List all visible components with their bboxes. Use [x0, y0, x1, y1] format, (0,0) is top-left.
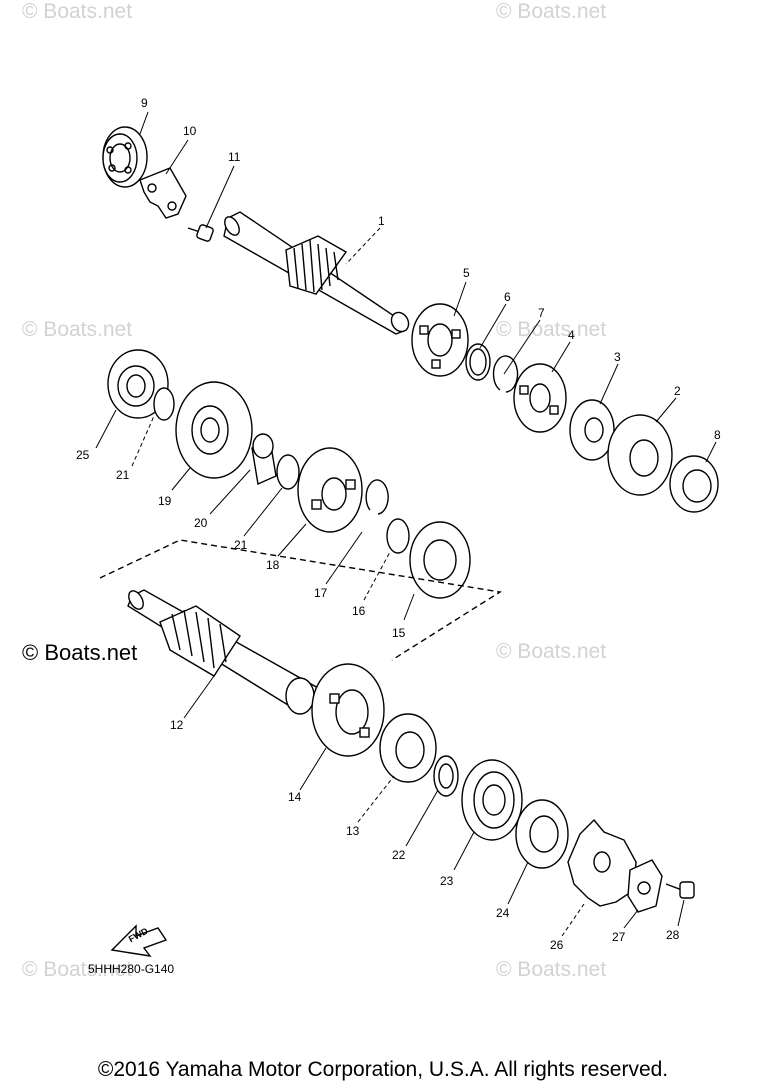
- watermark: © Boats.net: [496, 0, 607, 23]
- part-23-bearing: [461, 759, 523, 841]
- part-label: 23: [440, 874, 454, 888]
- part-28-bolt: [665, 881, 695, 899]
- part-15-gear: [409, 521, 471, 599]
- part-label: 3: [614, 350, 621, 364]
- part-label: 17: [314, 586, 328, 600]
- part-label: 24: [496, 906, 510, 920]
- part-11-screw: [187, 224, 214, 242]
- part-label: 14: [288, 790, 302, 804]
- part-16-washer: [386, 518, 410, 554]
- watermark: © Boats.net: [22, 958, 133, 981]
- part-label: 28: [666, 928, 680, 942]
- part-4-gear: [513, 363, 567, 433]
- part-label: 2: [674, 384, 681, 398]
- part-label: 10: [183, 124, 197, 138]
- fwd-arrow-icon: [110, 924, 168, 957]
- part-label: 9: [141, 96, 148, 110]
- part-label: 12: [170, 718, 184, 732]
- part-1-main-axle: [223, 211, 410, 335]
- watermark: © Boats.net: [496, 640, 607, 663]
- part-21-washer-b: [276, 454, 300, 490]
- watermark: © Boats.net: [22, 0, 133, 23]
- part-label: 21: [116, 468, 130, 482]
- part-label: 26: [550, 938, 564, 952]
- part-label: 13: [346, 824, 360, 838]
- part-18-gear: [297, 447, 363, 533]
- part-label: 1: [378, 214, 385, 228]
- copyright-notice: ©2016 Yamaha Motor Corporation, U.S.A. A…: [97, 1058, 669, 1081]
- part-8-bearing: [669, 455, 719, 513]
- part-19-gear: [175, 381, 253, 479]
- part-3-gear: [569, 399, 615, 461]
- part-25-bearing: [107, 349, 169, 419]
- part-label: 27: [612, 930, 626, 944]
- part-27-lock-plate: [627, 859, 663, 913]
- part-9-bearing: [102, 126, 148, 188]
- watermark: © Boats.net: [22, 318, 133, 341]
- part-10-bracket: [139, 167, 187, 219]
- part-label: 15: [392, 626, 406, 640]
- part-21-washer: [153, 387, 175, 421]
- part-label: 5: [463, 266, 470, 280]
- part-label: 25: [76, 448, 90, 462]
- diagram-code: 5HHH280-G140: [88, 962, 175, 976]
- part-13-gear: [379, 713, 437, 783]
- watermark: © Boats.net: [496, 958, 607, 981]
- part-label: 16: [352, 604, 366, 618]
- part-20-bushing: [251, 433, 277, 486]
- watermark: © Boats.net: [496, 318, 607, 341]
- part-24-oil-seal: [515, 799, 569, 869]
- part-label: 22: [392, 848, 406, 862]
- part-label: 7: [538, 306, 545, 320]
- part-12-drive-axle: [127, 589, 319, 715]
- watermark-strong: © Boats.net: [22, 640, 138, 665]
- part-17-circlip: [365, 479, 389, 515]
- part-14-gear: [311, 663, 385, 757]
- part-label: 19: [158, 494, 172, 508]
- part-label: 20: [194, 516, 208, 530]
- part-label: 6: [504, 290, 511, 304]
- part-label: 21: [234, 538, 248, 552]
- part-5-gear: [411, 303, 469, 377]
- part-2-gear: [607, 414, 673, 496]
- part-26-sprocket: [567, 818, 637, 907]
- part-label: 18: [266, 558, 280, 572]
- part-label: 11: [228, 150, 241, 164]
- part-7-circlip: [492, 355, 519, 393]
- part-label: 4: [568, 328, 575, 342]
- part-label: 8: [714, 428, 721, 442]
